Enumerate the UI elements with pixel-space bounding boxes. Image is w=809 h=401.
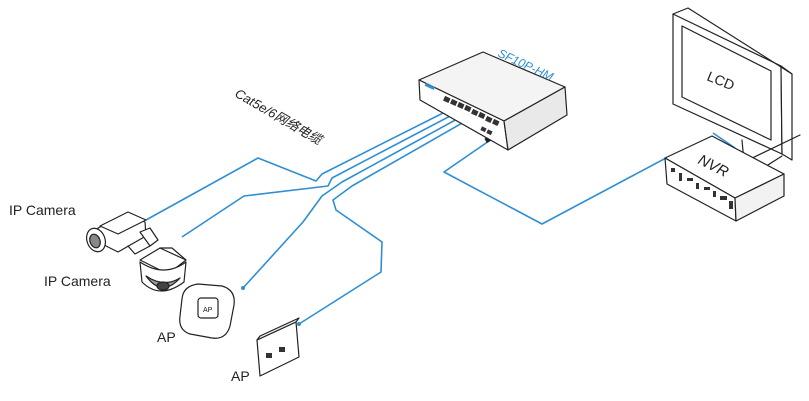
- wall-ap-label: AP: [231, 368, 250, 384]
- cables: [145, 104, 736, 326]
- cable-to-bullet-camera: [145, 109, 450, 221]
- switch-ports: [443, 95, 500, 136]
- wall-ap-port: [266, 353, 272, 358]
- cable-end-dot: [241, 286, 245, 290]
- dome-camera-label: IP Camera: [44, 273, 111, 289]
- wall-ap-port: [279, 347, 285, 352]
- wall-panel-access-point: [256, 317, 300, 377]
- nvr-front-panel: [671, 168, 733, 209]
- camera-mount-bracket: [139, 227, 159, 247]
- poe-switch: [418, 51, 568, 151]
- bullet-camera: [85, 211, 159, 255]
- switch-logo: [424, 82, 435, 90]
- nvr-recorder: [664, 135, 785, 222]
- ceiling-ap-label: AP: [157, 329, 176, 345]
- cable-to-wall-ap: [298, 121, 465, 325]
- cable-to-nvr: [443, 140, 667, 225]
- ceiling-access-point: AP: [179, 283, 235, 339]
- lcd-monitor: [672, 7, 801, 171]
- dome-camera: [139, 247, 187, 292]
- cable-to-dome-camera: [181, 113, 455, 238]
- cable-end-dot: [297, 322, 301, 326]
- cable-to-ceiling-ap: [242, 117, 460, 289]
- cable-type-label: Cat5e/6网络电缆: [233, 86, 327, 149]
- cable-nvr-to-monitor: [712, 132, 736, 149]
- ap-device-marking: AP: [203, 307, 213, 314]
- bullet-camera-label: IP Camera: [9, 202, 76, 218]
